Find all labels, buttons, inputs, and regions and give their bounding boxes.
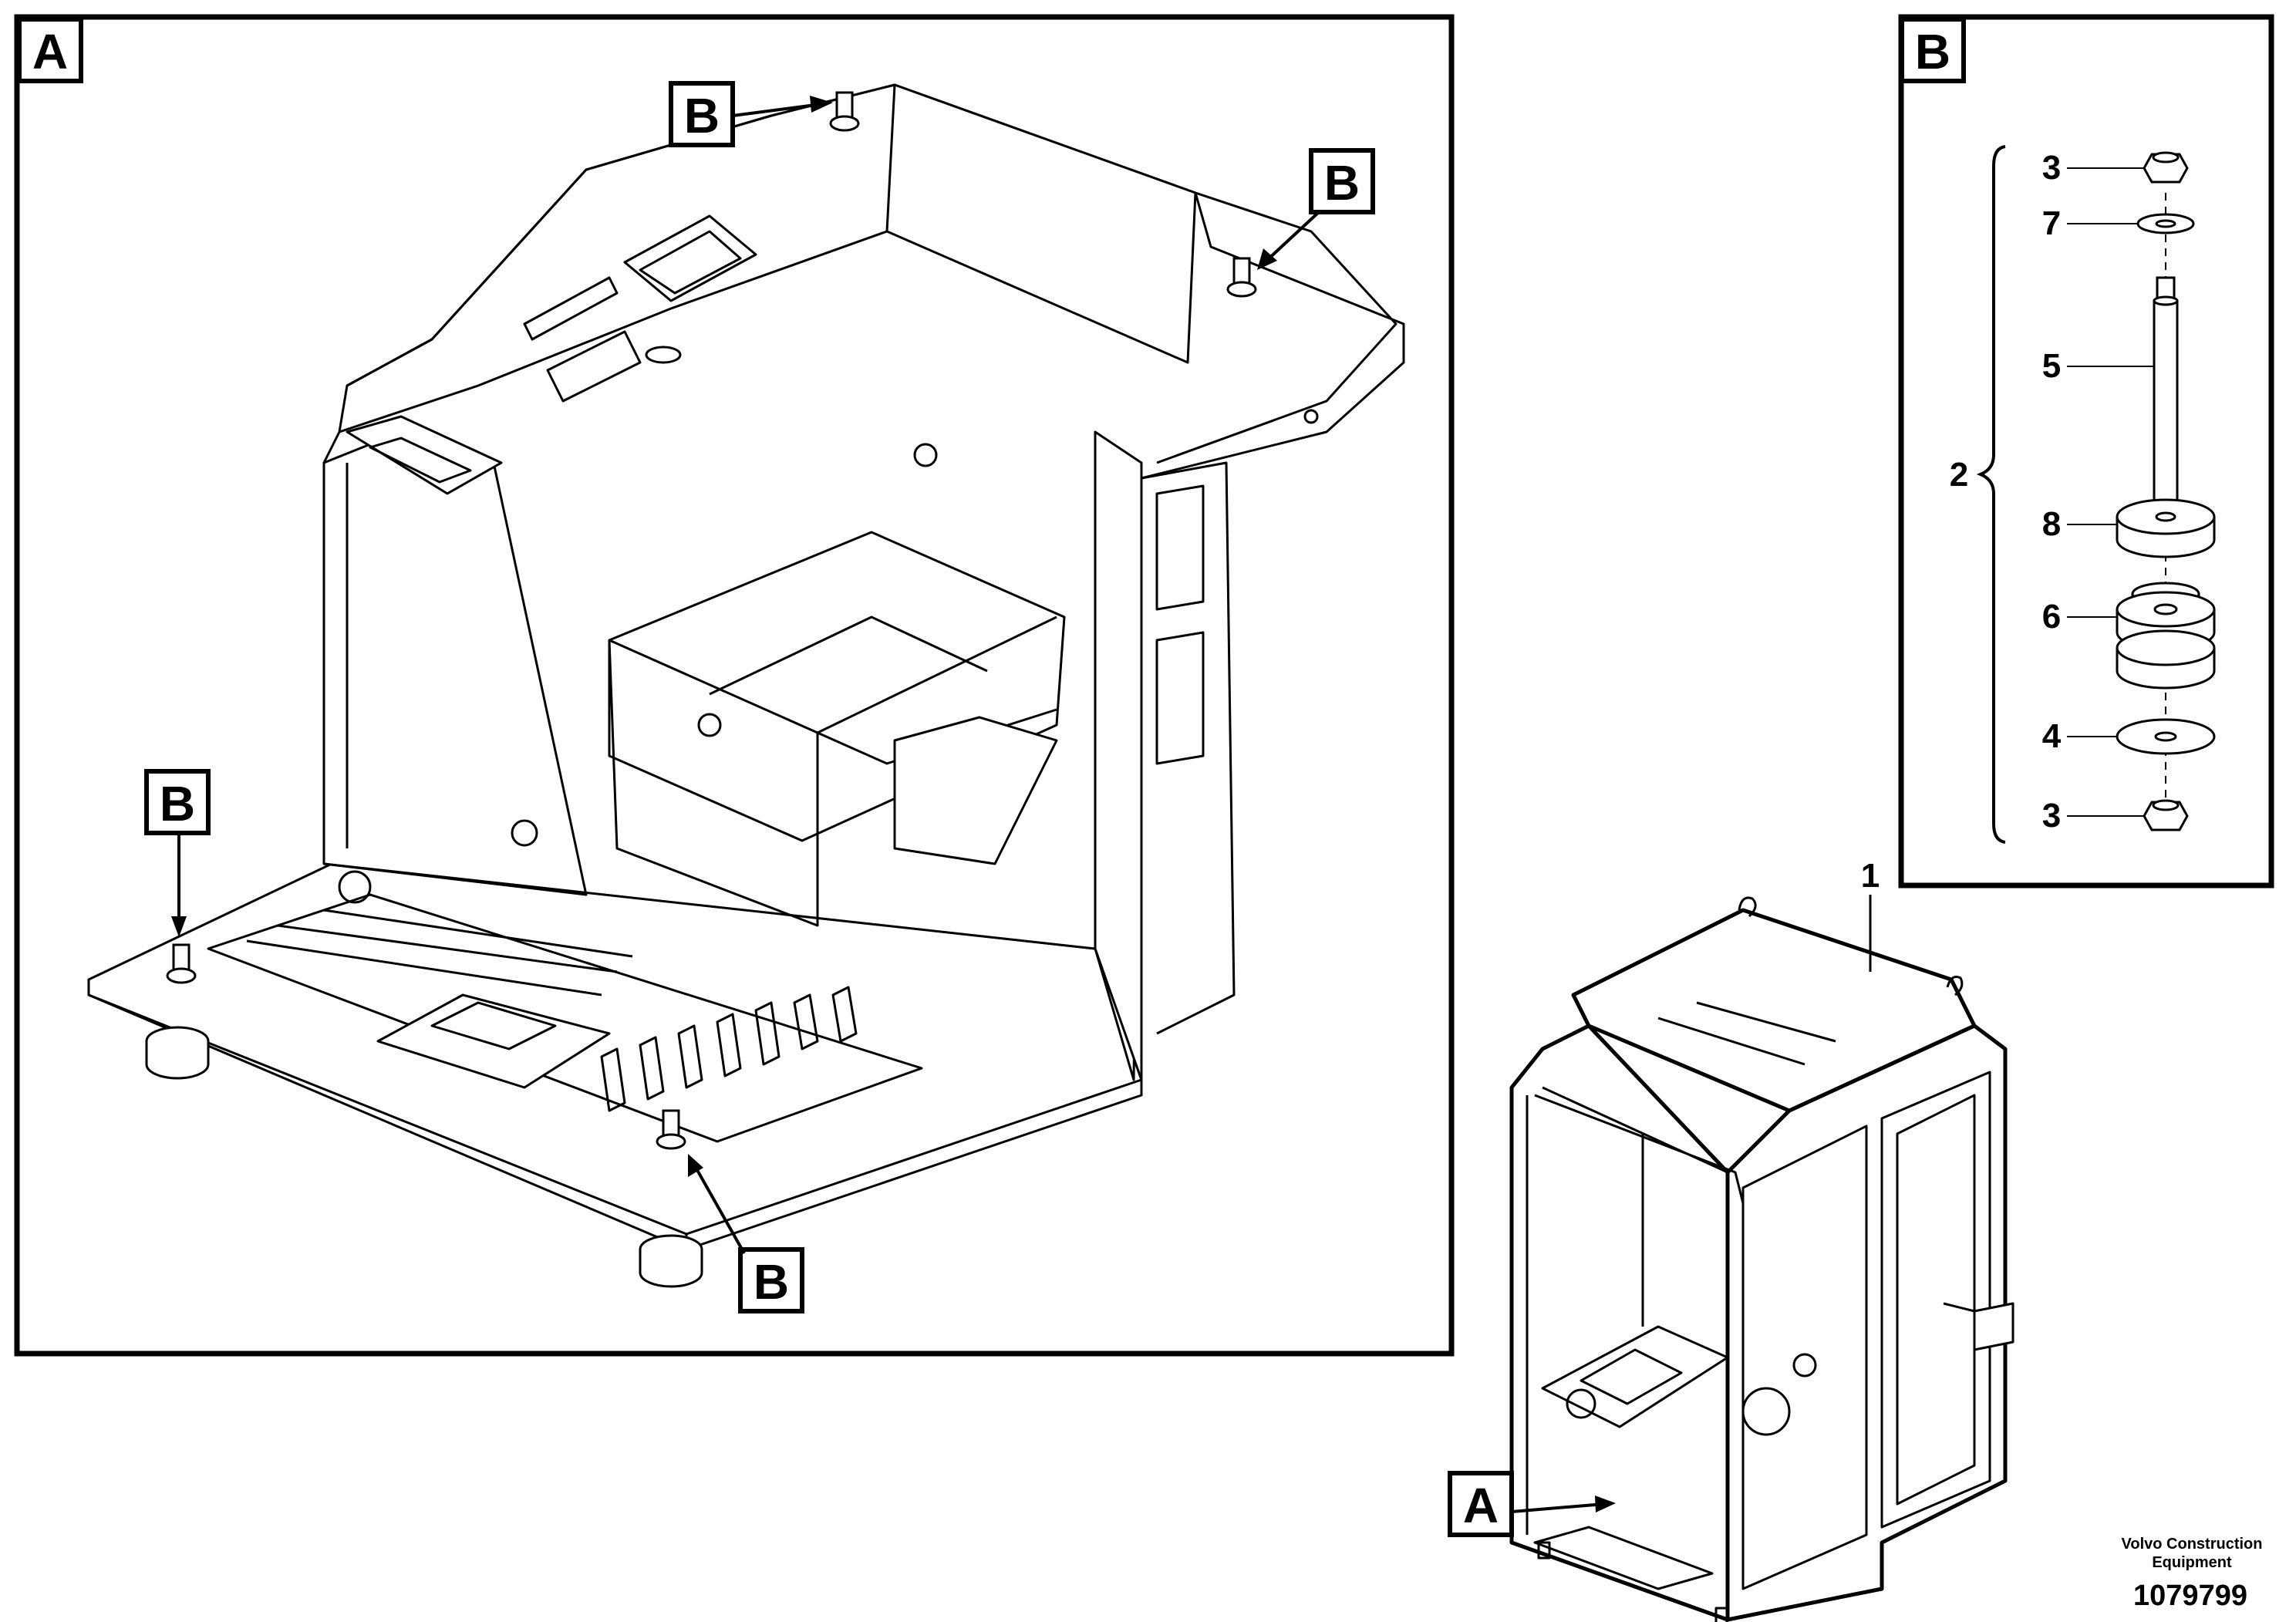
cab-overview-drawing xyxy=(1509,896,2014,1622)
part-number-sleeve: 5 xyxy=(2042,347,2061,385)
part-rubber-pad xyxy=(2116,498,2216,558)
panel-b: B xyxy=(1898,14,2274,889)
mount-feet xyxy=(145,1026,703,1288)
bolt-bottom-center xyxy=(656,1109,686,1150)
cab-floor-assembly-drawing xyxy=(87,83,1405,1251)
panel-a-tag-box xyxy=(17,17,83,83)
part-number-rubber-mount: 6 xyxy=(2042,598,2061,636)
part-rubber-mount xyxy=(2116,582,2216,690)
part-number-rubber-pad: 8 xyxy=(2042,505,2061,543)
callout-b-left: B xyxy=(144,769,211,937)
panel-a: A xyxy=(14,14,1455,1357)
mount-bolts xyxy=(166,91,1257,1150)
footer-brand-line1: Volvo Construction xyxy=(2121,1536,2263,1553)
svg-text:B: B xyxy=(754,1254,789,1310)
callout-a: A xyxy=(1448,1471,1616,1537)
callout-b-bottom: B xyxy=(688,1154,804,1313)
part-washer-large xyxy=(2116,718,2216,755)
part-number-nut-top: 3 xyxy=(2042,149,2061,187)
callout-b-top: B xyxy=(669,81,833,147)
panel-b-tag: B xyxy=(1915,24,1950,79)
part-number-cab: 1 xyxy=(1861,857,1880,895)
panel-b-tag-box xyxy=(1900,17,1966,83)
svg-text:A: A xyxy=(1463,1478,1499,1533)
part-number-washer-large: 4 xyxy=(2042,717,2062,755)
part-number-kit: 2 xyxy=(1950,456,1968,494)
part-nut-top xyxy=(2143,151,2189,184)
part-washer-small xyxy=(2136,213,2195,234)
callout-b-right: B xyxy=(1257,148,1375,270)
bolt-bottom-left xyxy=(166,943,197,984)
svg-text:B: B xyxy=(1324,155,1360,211)
part-nut-bottom xyxy=(2143,799,2189,831)
svg-text:B: B xyxy=(160,776,195,831)
part-leaders xyxy=(2067,167,2154,817)
part-sleeve xyxy=(2153,276,2179,503)
footer-reference-number: 1079799 xyxy=(2133,1580,2247,1612)
panel-a-frame xyxy=(14,14,1455,1357)
footer-brand-line2: Equipment xyxy=(2152,1554,2232,1571)
kit-brace xyxy=(1976,145,2006,844)
bolt-top-left xyxy=(829,91,860,132)
callout-cab: 1 xyxy=(1861,857,1880,972)
panel-b-frame xyxy=(1898,14,2274,889)
part-number-washer-small: 7 xyxy=(2042,204,2061,242)
svg-text:B: B xyxy=(684,88,720,143)
floor-vent-slots xyxy=(600,986,858,1112)
part-number-nut-bottom: 3 xyxy=(2042,797,2061,835)
footer-brand: Volvo Construction Equipment xyxy=(2092,1535,2292,1572)
panel-a-tag: A xyxy=(32,24,68,79)
bolt-top-right xyxy=(1226,257,1257,298)
